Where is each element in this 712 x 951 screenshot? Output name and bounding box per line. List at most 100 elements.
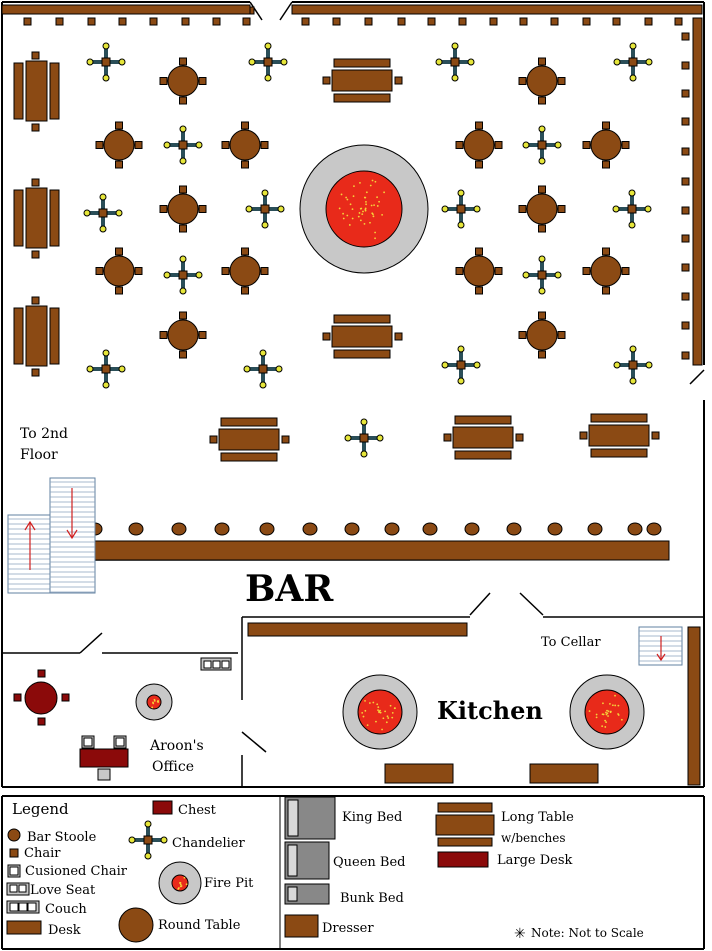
legend-cushioned-chair: Cusioned Chair — [25, 864, 128, 879]
fire — [358, 690, 402, 734]
fire — [585, 690, 629, 734]
top-wall-strip — [292, 5, 702, 14]
ember — [341, 194, 343, 196]
bulb — [646, 59, 652, 65]
long-table — [444, 416, 523, 459]
ember — [178, 887, 180, 889]
legend-desk-icon — [7, 921, 41, 934]
table-top — [589, 425, 649, 446]
chandelier — [345, 419, 383, 457]
bulb — [539, 288, 545, 294]
chair — [32, 124, 39, 131]
bar-stool — [507, 523, 521, 535]
bulb — [555, 142, 561, 148]
bulb — [614, 59, 620, 65]
long-table — [580, 414, 659, 457]
ember — [384, 710, 386, 712]
chair — [135, 142, 142, 149]
chair — [261, 142, 268, 149]
ember — [352, 208, 354, 210]
bulb — [646, 362, 652, 368]
hub — [457, 205, 465, 213]
legend-round-table: Round Table — [158, 918, 241, 933]
bar-stool — [385, 523, 399, 535]
chair — [160, 206, 167, 213]
bar-counter — [95, 541, 669, 560]
ember — [349, 224, 351, 226]
ember — [377, 709, 379, 711]
round-table — [96, 122, 142, 168]
bar-stool — [548, 523, 562, 535]
chair — [539, 97, 546, 104]
chair — [180, 58, 187, 65]
bulb — [164, 142, 170, 148]
bench — [334, 59, 390, 67]
bulb — [458, 190, 464, 196]
bulb — [474, 362, 480, 368]
ember — [157, 701, 159, 703]
ember — [589, 710, 591, 712]
chair — [603, 287, 610, 294]
cushion — [19, 903, 27, 911]
ember — [353, 195, 355, 197]
bulb — [196, 272, 202, 278]
ember — [610, 711, 612, 713]
table-top — [26, 188, 47, 248]
ember — [617, 713, 619, 715]
wall-chair — [56, 18, 63, 25]
ember — [342, 213, 344, 215]
ember — [378, 201, 380, 203]
to-cellar-label: To Cellar — [541, 635, 601, 650]
legend-chest: Chest — [178, 803, 217, 818]
ember — [390, 705, 392, 707]
bulb — [103, 75, 109, 81]
bulb — [260, 382, 266, 388]
chandelier — [129, 821, 167, 859]
entrance-door-right — [280, 2, 292, 20]
chair — [116, 122, 123, 129]
ember — [181, 885, 183, 887]
bulb — [377, 435, 383, 441]
chair — [180, 186, 187, 193]
to-2nd-floor-label: To 2nd — [20, 426, 68, 442]
chair — [180, 312, 187, 319]
ember — [606, 710, 608, 712]
bench — [591, 414, 647, 422]
chair — [558, 78, 565, 85]
bulb — [436, 59, 442, 65]
wall-chair — [682, 148, 689, 155]
pillow — [288, 800, 298, 836]
round-table — [583, 248, 629, 294]
bulb — [278, 206, 284, 212]
ember — [365, 207, 367, 209]
hub — [629, 58, 637, 66]
chair — [652, 432, 659, 439]
bulb — [345, 435, 351, 441]
wall-chair — [682, 264, 689, 271]
table-top — [26, 61, 47, 121]
bulb — [458, 222, 464, 228]
table-top — [591, 130, 621, 160]
ember — [364, 197, 366, 199]
ember — [360, 208, 362, 210]
table-top — [332, 326, 392, 347]
kitchen-label: Kitchen — [437, 696, 543, 725]
chair — [558, 332, 565, 339]
bulb — [361, 419, 367, 425]
long-table — [323, 315, 402, 358]
wall-chair — [333, 18, 340, 25]
kitchen-counter — [248, 623, 467, 636]
wall-chair — [398, 18, 405, 25]
chair — [583, 268, 590, 275]
ember — [381, 729, 383, 731]
bar-stool — [465, 523, 479, 535]
bulb — [262, 190, 268, 196]
chair — [444, 434, 451, 441]
chair — [242, 122, 249, 129]
table-top — [26, 306, 47, 366]
round-table — [222, 248, 268, 294]
bulb — [265, 75, 271, 81]
ember — [382, 717, 384, 719]
chair — [539, 186, 546, 193]
hub — [451, 58, 459, 66]
